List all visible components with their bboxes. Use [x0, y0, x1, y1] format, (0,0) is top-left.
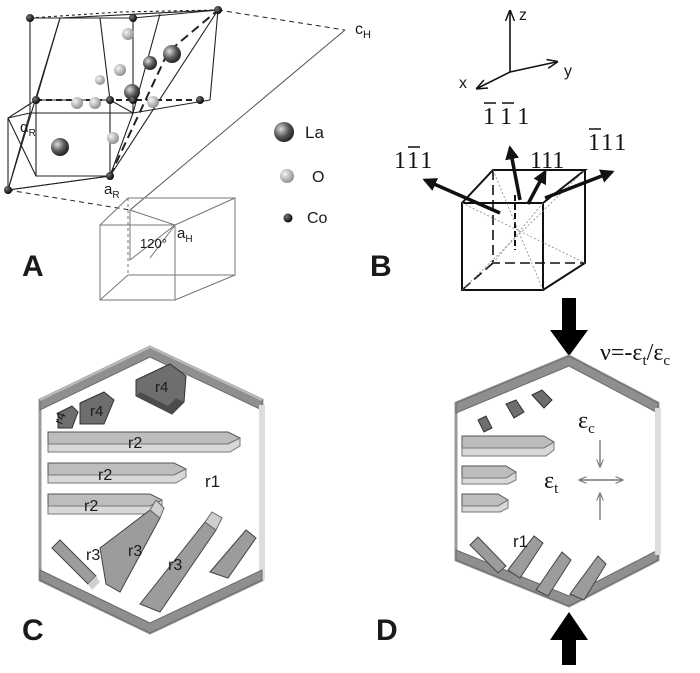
- O-atom: [89, 97, 101, 109]
- Co-atom: [32, 96, 40, 104]
- Co-atom: [4, 186, 12, 194]
- strain-t-label: εt: [544, 468, 559, 497]
- la-legend-icon: [274, 122, 294, 142]
- atom-legend: La O Co: [274, 122, 328, 227]
- a-r-label: aR: [104, 181, 120, 201]
- dir-label-4: 111: [588, 130, 626, 156]
- O-atom: [122, 28, 134, 40]
- dir-1bar-11-arrow: [544, 169, 615, 200]
- panel-letter-d: D: [376, 614, 398, 647]
- o-atoms: [71, 28, 159, 144]
- compression-arrow-bottom-icon: [550, 612, 588, 665]
- hex-guide-line: [129, 29, 346, 211]
- dir-111-arrow: [526, 169, 547, 205]
- r1-label: r1: [205, 472, 220, 491]
- O-atom: [71, 97, 83, 109]
- Co-atom: [106, 172, 114, 180]
- angle-120-label: 120°: [140, 236, 167, 251]
- La-atom: [163, 45, 181, 63]
- dir-1-1bar-1-arrow: [422, 178, 501, 215]
- coordinate-axes: [478, 12, 556, 88]
- Co-atom: [129, 96, 137, 104]
- r3-label-2: r3: [128, 543, 142, 560]
- dir-label-1: 111: [394, 148, 432, 174]
- dir-1bar-1bar-1-arrow: [505, 145, 522, 201]
- r2-label-2: r2: [98, 467, 112, 484]
- O-atom: [147, 96, 159, 108]
- r3-lamellae: [51, 499, 257, 613]
- co-atoms: [4, 6, 222, 194]
- r4-lamellae: [57, 363, 187, 429]
- y-axis-label: y: [564, 63, 572, 80]
- compression-arrow-top-icon: [550, 298, 588, 356]
- la-legend-label: La: [305, 123, 324, 142]
- O-atom: [114, 64, 126, 76]
- r4-label-3: r4: [155, 379, 168, 396]
- La-atom: [51, 138, 69, 156]
- a-h-label: aH: [177, 225, 193, 245]
- r4-label-2: r4: [90, 403, 103, 420]
- alpha-r-label: αR: [20, 119, 36, 139]
- co-legend-icon: [283, 213, 293, 223]
- d-r3-lamellae: [469, 535, 607, 601]
- bottom-wall: [39, 569, 263, 634]
- panel-c: r4 r4 r4 r2 r2 r2 r1 r3 r3 r3 C: [22, 345, 265, 647]
- O-atom: [95, 75, 105, 85]
- direction-arrows: [422, 145, 615, 215]
- Co-atom: [26, 14, 34, 22]
- panel-d: r1 εc εt ν=-εt/εc D: [376, 298, 670, 665]
- co-legend-label: Co: [307, 210, 328, 227]
- x-axis-label: x: [459, 75, 467, 92]
- hexagonal-cell: [99, 197, 236, 301]
- cube: [461, 169, 588, 291]
- z-axis-label: z: [519, 7, 527, 24]
- panel-letter-a: A: [22, 250, 44, 283]
- r3-label-1: r3: [86, 547, 100, 564]
- panel-letter-b: B: [370, 250, 392, 283]
- r4-label-1: r4: [51, 410, 69, 426]
- r2-plates: [47, 431, 242, 515]
- La-atom: [124, 84, 140, 100]
- Co-atom: [196, 96, 204, 104]
- r3-label-3: r3: [168, 557, 182, 574]
- panel-a: cH αR aR aH 120° La O Co A: [4, 6, 371, 301]
- a-axis-guide: [7, 189, 131, 211]
- O-atom: [107, 132, 119, 144]
- Co-atom: [129, 14, 137, 22]
- Co-atom: [214, 6, 222, 14]
- Co-atom: [106, 96, 114, 104]
- La-atom: [143, 56, 157, 70]
- la-atoms: [51, 45, 181, 156]
- bottom-wall: [455, 549, 659, 607]
- panel-letter-c: C: [22, 614, 44, 647]
- d-r4-wedges: [477, 389, 553, 433]
- o-legend-label: O: [312, 169, 324, 186]
- c-axis-guide: [217, 9, 346, 31]
- strain-arrows: [580, 440, 622, 520]
- r2-label-1: r2: [128, 435, 142, 452]
- body-diagonal: [109, 9, 219, 177]
- strain-c-label: εc: [578, 408, 595, 437]
- d-r1-label: r1: [513, 532, 528, 551]
- r2-label-3: r2: [84, 498, 98, 515]
- c-hex-label: cH: [355, 21, 371, 41]
- poisson-ratio-formula: ν=-εt/εc: [600, 340, 670, 369]
- d-r2-plates: [461, 435, 555, 513]
- o-legend-icon: [280, 169, 294, 183]
- dir-label-3: 111: [530, 148, 564, 174]
